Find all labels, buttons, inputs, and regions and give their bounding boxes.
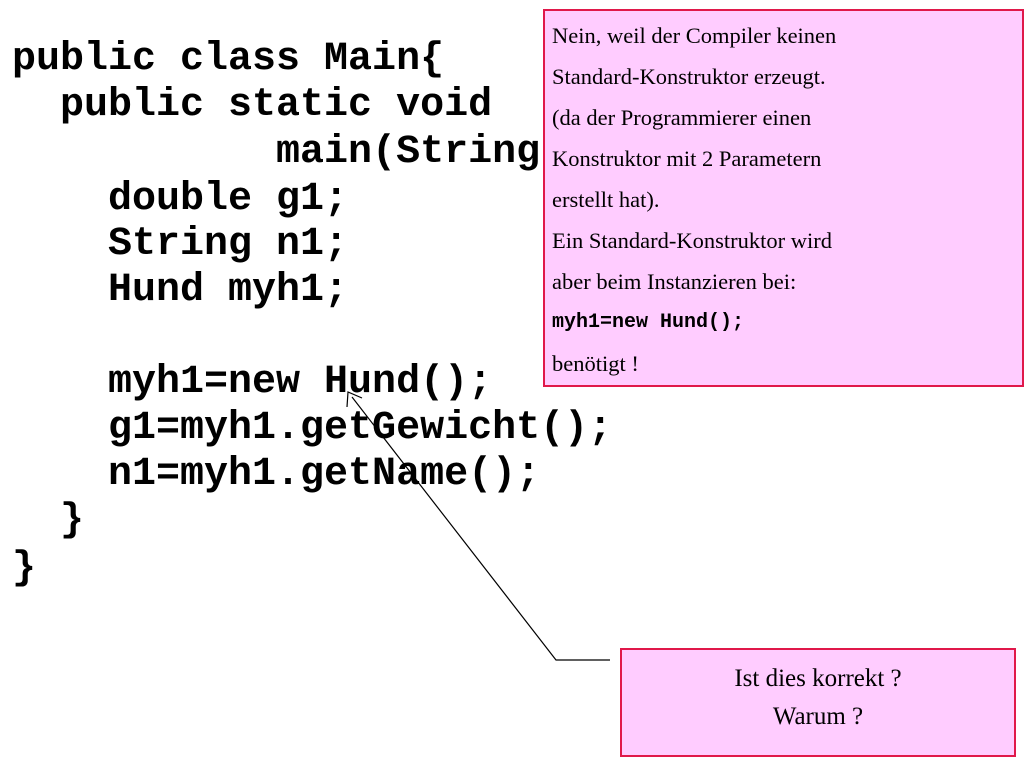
question-line-2: Warum ? [772,703,864,730]
code-line-get-name: n1=myh1.getName(); [12,452,541,497]
code-line-method-decl: public static void [12,83,493,128]
code-line-get-gewicht: g1=myh1.getGewicht(); [12,406,613,451]
arrow-line [351,396,610,661]
code-line-close-class: } [12,546,37,591]
answer-line: Ein Standard-Konstruktor wird [552,228,832,253]
arrow-head [346,391,363,408]
code-line-class-decl: public class Main{ [12,37,445,82]
code-line-double-decl: double g1; [12,177,349,222]
code-line-string-decl: String n1; [12,222,349,267]
answer-line: Konstruktor mit 2 Parametern [552,146,822,171]
question-line-1: Ist dies korrekt ? [734,665,902,692]
question-callout: Ist dies korrekt ? Warum ? [620,648,1016,757]
answer-line: (da der Programmierer einen [552,105,812,130]
answer-line: benötigt ! [552,351,639,376]
answer-line: Standard-Konstruktor erzeugt. [552,64,826,89]
code-line-close-method: } [12,498,85,543]
answer-callout: Nein, weil der Compiler keinen Standard-… [543,9,1024,387]
answer-code-snippet: myh1=new Hund(); [552,311,745,334]
answer-line: aber beim Instanzieren bei: [552,269,797,294]
answer-line: erstellt hat). [552,187,660,212]
answer-line: Nein, weil der Compiler keinen [552,23,837,48]
code-line-hund-decl: Hund myh1; [12,268,349,313]
